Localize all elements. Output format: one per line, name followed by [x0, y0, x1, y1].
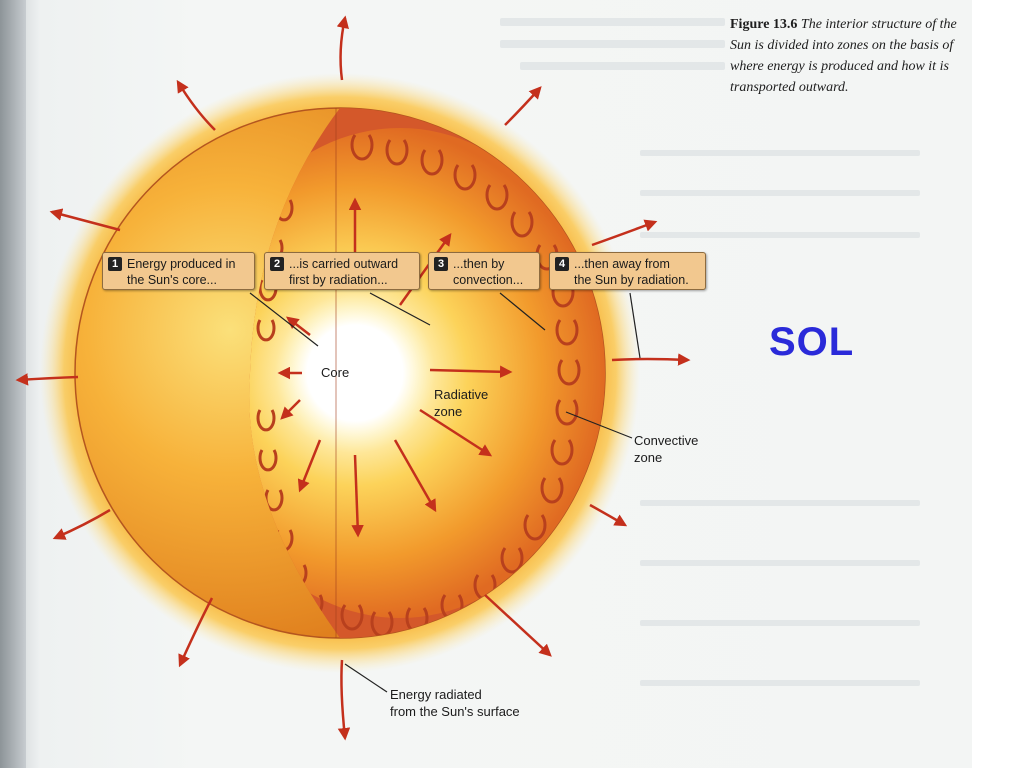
callout-text: ...then away from the Sun by radiation. [574, 257, 689, 287]
faint-text-line [520, 62, 725, 70]
callout-4: 4 ...then away from the Sun by radiation… [549, 252, 706, 290]
core-region [275, 293, 435, 453]
callout-3: 3 ...then by convection... [428, 252, 540, 290]
label-surface-radiation: Energy radiated from the Sun's surface [390, 687, 520, 719]
faint-text-line [640, 560, 920, 566]
label-core: Core [321, 365, 350, 380]
figure-number: Figure 13.6 [730, 17, 798, 32]
callout-number: 4 [555, 257, 569, 271]
faint-text-line [640, 620, 920, 626]
faint-text-line [640, 500, 920, 506]
callout-number: 1 [108, 257, 122, 271]
faint-text-line [640, 680, 920, 686]
figure-caption: Figure 13.6 The interior structure of th… [730, 14, 965, 98]
callout-number: 2 [270, 257, 284, 271]
faint-text-line [500, 18, 725, 26]
callout-text: Energy produced in the Sun's core... [127, 257, 236, 287]
callout-leader-lines [249, 292, 641, 693]
figure-caption-text: The interior structure of the Sun is div… [730, 17, 957, 95]
faint-text-line [640, 190, 920, 196]
cutaway-interior [249, 128, 605, 638]
label-convective-zone: Convective zone [634, 433, 699, 465]
callout-number: 3 [434, 257, 448, 271]
callout-2: 2 ...is carried outward first by radiati… [264, 252, 420, 290]
surface-radiation-arrows [15, 15, 691, 741]
callout-1: 1 Energy produced in the Sun's core... [102, 252, 255, 290]
faint-text-line [500, 40, 725, 48]
faint-text-line [640, 232, 920, 238]
callout-text: ...is carried outward first by radiation… [289, 257, 399, 287]
slide-title: SOL [769, 320, 855, 364]
callout-text: ...then by convection... [453, 257, 524, 287]
faint-text-line [640, 150, 920, 156]
label-radiative-zone: Radiative zone [434, 387, 489, 419]
sun-interior-diagram [15, 15, 691, 741]
